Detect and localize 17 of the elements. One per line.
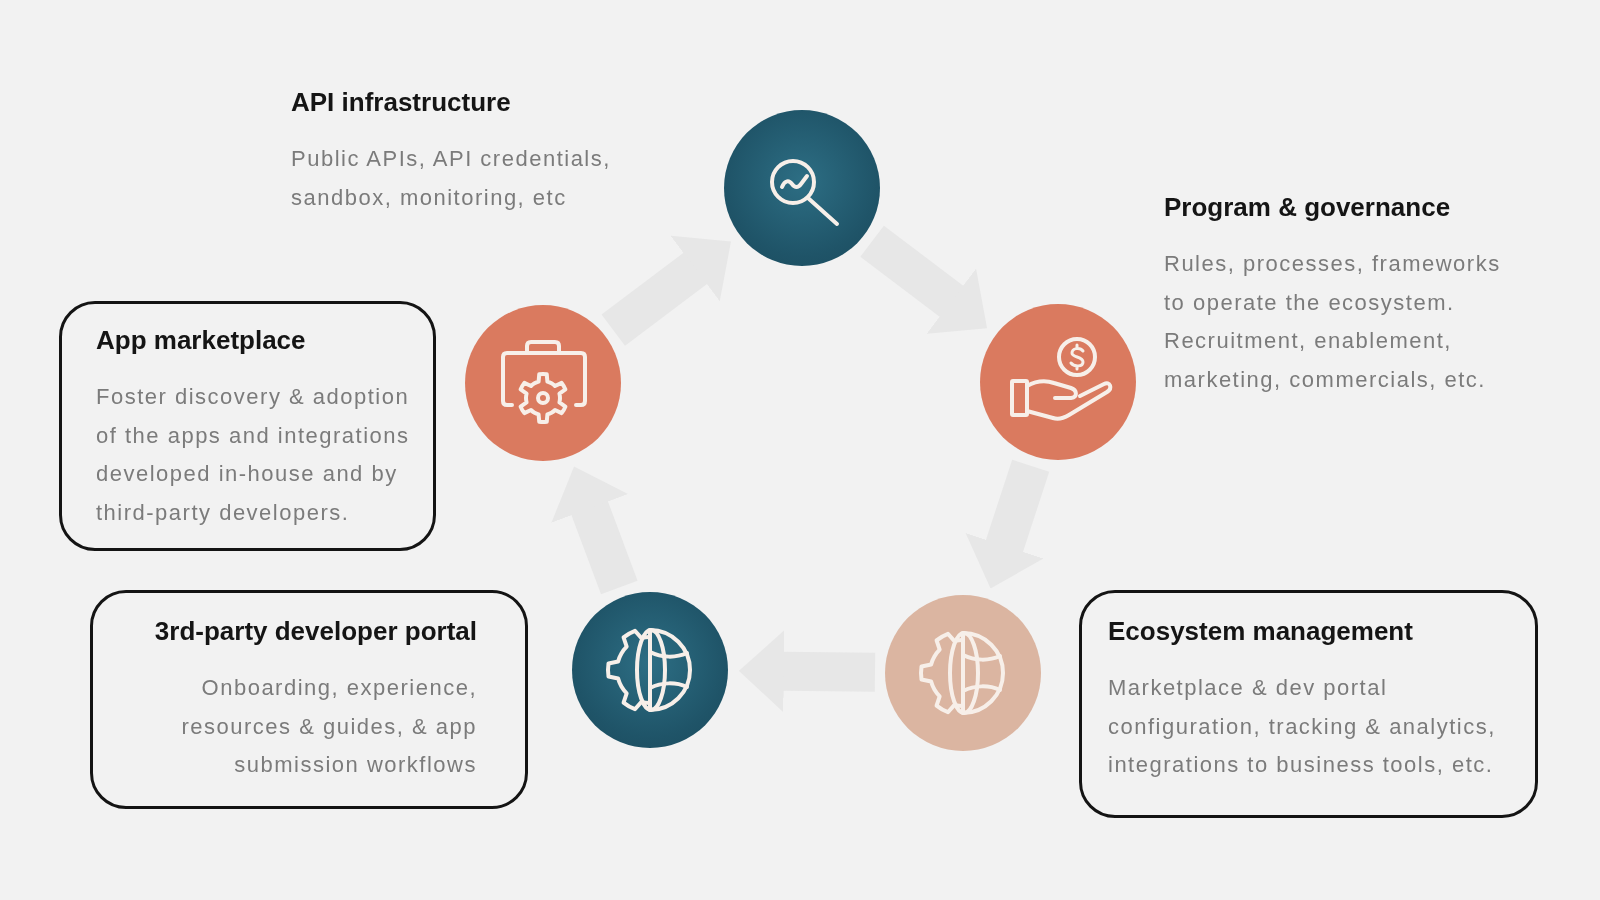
description: Foster discovery & adoption of the apps and integrations developed in-house and by third-party developers. [96,383,411,527]
block-arrow [860,225,988,334]
block-arrow [601,235,731,346]
heading: App marketplace [96,324,306,356]
text-card [90,590,528,809]
description: Marketplace & dev portal configuration, tracking & analytics, integrations to business tools, etc. [1108,674,1497,779]
heading: API infrastructure [291,86,511,118]
heading: Program & governance [1164,191,1451,223]
description: Onboarding, experience, resources & guides, & app submission workflows [180,674,477,779]
description: Rules, processes, frameworks to operate the ecosystem. Recruitment, enablement, marketing, commercials, etc. [1164,250,1502,394]
heading: 3rd-party developer portal [154,615,477,647]
block-arrow [551,466,638,595]
heading: Ecosystem management [1108,615,1413,647]
text-card [59,301,436,551]
text-card [1079,590,1538,818]
block-arrow [965,459,1050,589]
description: Public APIs, API credentials, sandbox, monitoring, etc [291,145,612,212]
